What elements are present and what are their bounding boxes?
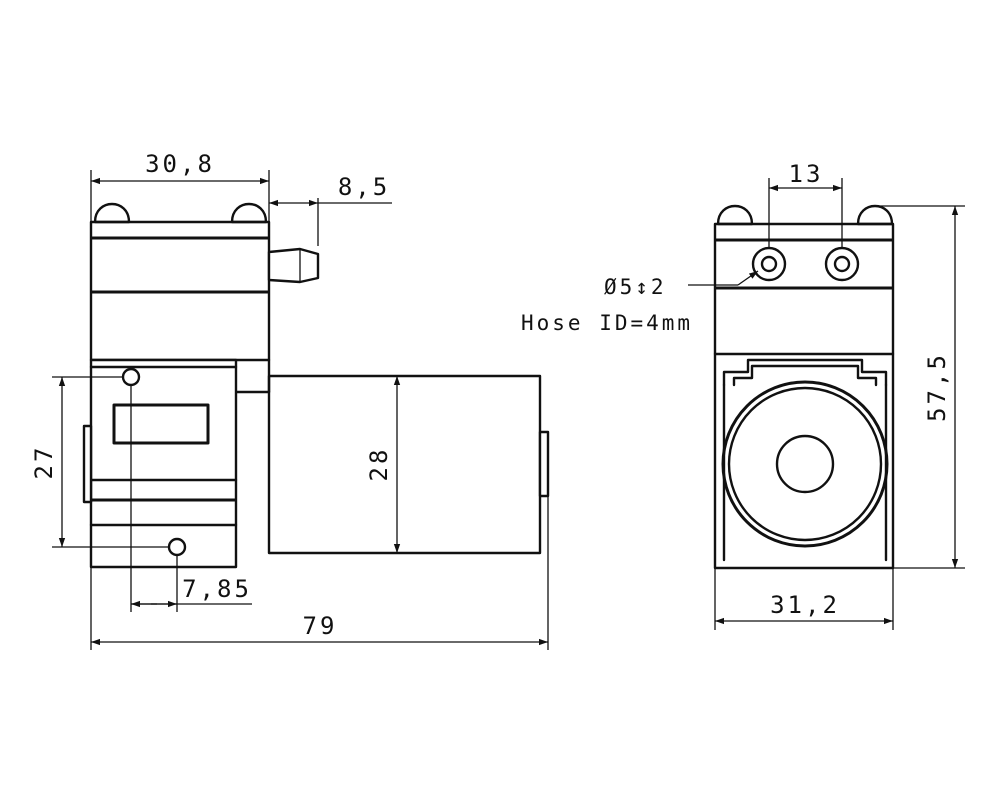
port-right-inner xyxy=(833,255,851,273)
front-body xyxy=(713,222,895,570)
housing-window xyxy=(112,403,210,445)
dim-label-offset: 7,85 xyxy=(182,575,252,603)
dim-label-nozzle-length: 8,5 xyxy=(338,173,390,201)
front-screw-left xyxy=(716,204,754,226)
side-view: 30,8 8,5 27 28 7,85 79 xyxy=(30,150,550,650)
mount-hole-top xyxy=(121,367,141,387)
dim-label-total-length: 79 xyxy=(303,612,338,640)
dim-label-port-spacing: 13 xyxy=(789,160,824,188)
motor-can xyxy=(267,374,542,555)
dim-label-overall-width: 31,2 xyxy=(770,591,840,619)
dim-label-height-27: 27 xyxy=(30,445,58,480)
port-left-inner xyxy=(760,255,778,273)
dim-label-body-width: 30,8 xyxy=(145,150,215,178)
front-bracket-inner xyxy=(732,364,878,387)
motor-end-cap xyxy=(538,430,550,498)
front-bracket xyxy=(722,358,888,387)
port-left-outer xyxy=(751,246,787,282)
hose-nozzle xyxy=(267,247,320,284)
hose-note: Hose ID=4mm xyxy=(521,311,693,335)
motor-face-ring xyxy=(727,386,883,542)
port-right-outer xyxy=(824,246,860,282)
front-view: 13 57,5 31,2 Ø5↕2 Hose ID=4mm xyxy=(521,160,965,630)
front-screw-right xyxy=(856,204,894,226)
dim-label-motor-diameter: 28 xyxy=(365,447,393,482)
pump-housing xyxy=(89,358,238,569)
housing-side-tab xyxy=(82,424,93,504)
dim-label-overall-height: 57,5 xyxy=(923,352,951,422)
port-note-leader-arrow xyxy=(737,270,759,286)
motor-face-outer xyxy=(721,380,889,548)
mount-hole-bottom xyxy=(167,537,187,557)
head-screw-right xyxy=(230,202,268,224)
head-screw-left xyxy=(93,202,131,224)
port-note: Ø5↕2 xyxy=(604,275,667,299)
motor-shaft-boss xyxy=(775,434,835,494)
